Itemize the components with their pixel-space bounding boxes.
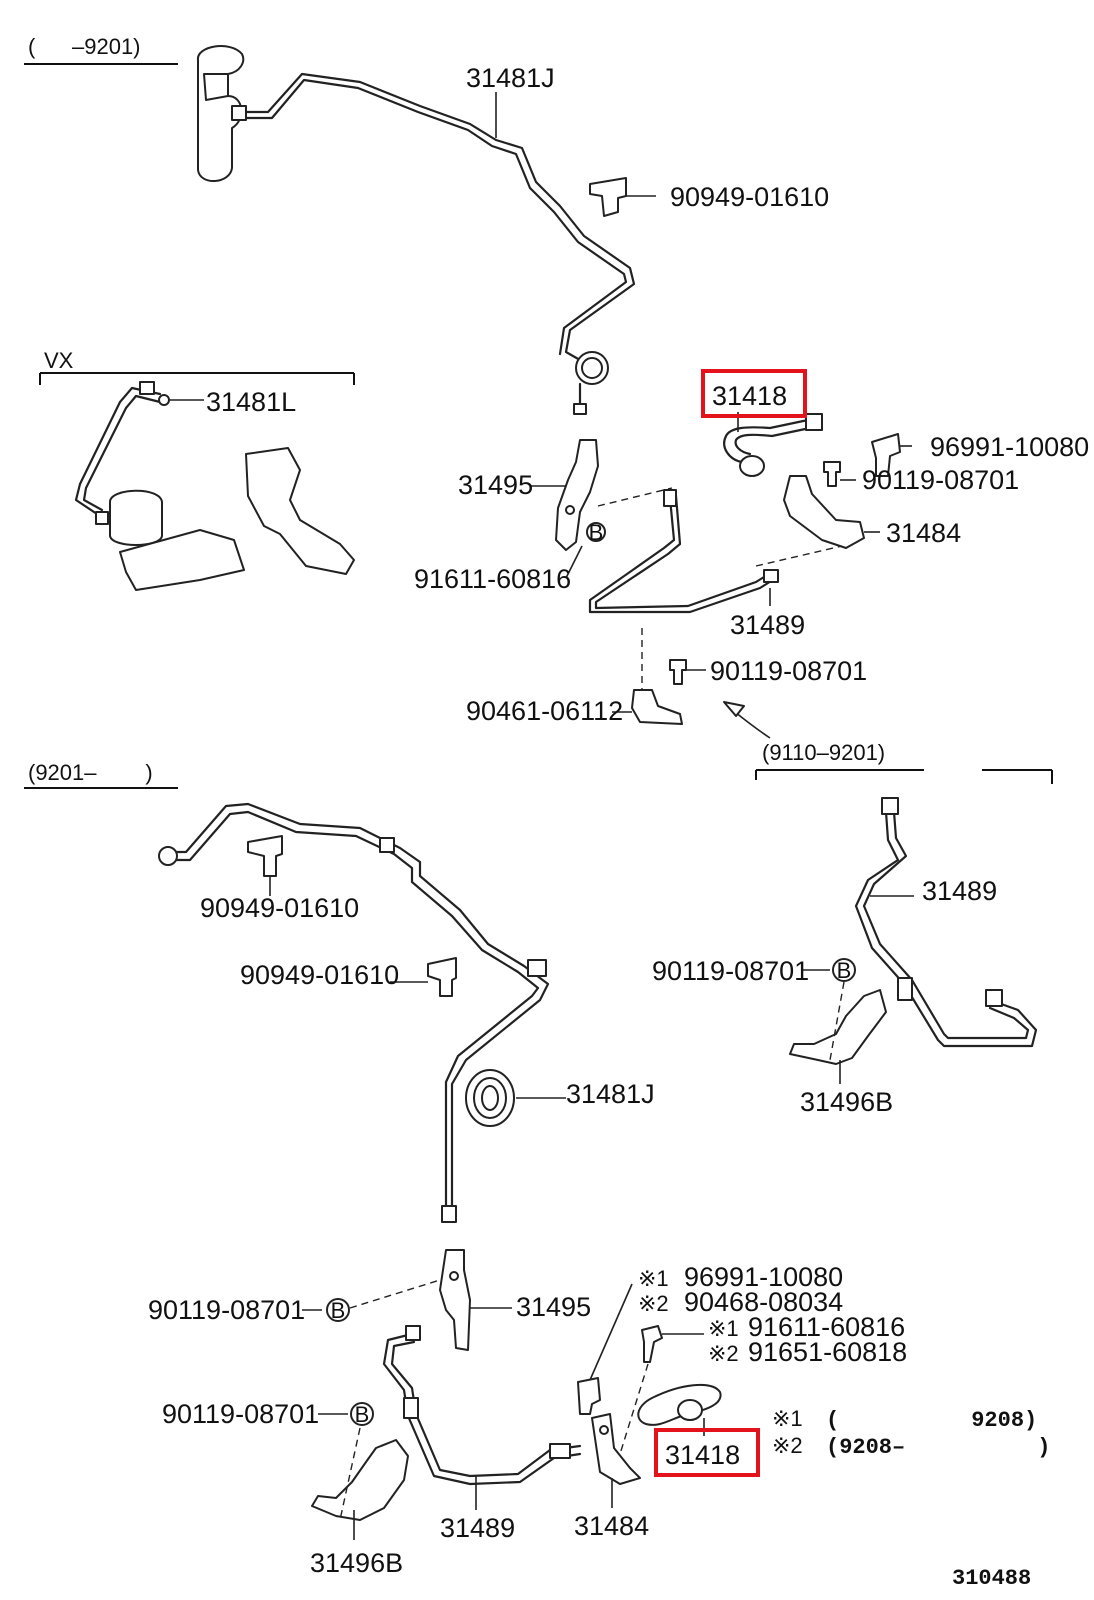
part-label: 31481J bbox=[566, 1079, 655, 1109]
note-date-range: (9208– ) bbox=[826, 1435, 1050, 1460]
note-mark: ※2 bbox=[772, 1433, 803, 1458]
pointer-arrow bbox=[723, 701, 771, 739]
part-label: 31418 bbox=[712, 381, 787, 411]
bolt-90119-top bbox=[823, 461, 841, 487]
part-label: 90119-08701 bbox=[652, 956, 809, 986]
note-part: 96991-10080 bbox=[684, 1262, 843, 1292]
note-mark: ※2 bbox=[638, 1291, 669, 1316]
bracket-31496b-lower bbox=[311, 1439, 409, 1521]
bolt-marker-letter: B bbox=[589, 520, 604, 545]
clutch-line-31489-right bbox=[854, 797, 1038, 1048]
section-rules bbox=[24, 63, 1053, 789]
bolt-marker-d: B bbox=[832, 958, 856, 983]
part-label: 90119-08701 bbox=[162, 1399, 319, 1429]
note-mark: ※1 bbox=[708, 1316, 739, 1341]
section-label-middle-left: (9201– ) bbox=[28, 760, 153, 785]
note-mark: ※1 bbox=[772, 1406, 803, 1431]
clutch-line-31489-lower bbox=[382, 1325, 582, 1486]
part-label: 96991-10080 bbox=[930, 432, 1089, 462]
clutch-line-31481j-top bbox=[244, 72, 636, 415]
highlight-box-31418-top bbox=[701, 369, 807, 418]
part-label: 31489 bbox=[440, 1513, 515, 1543]
clip-90949-lower-a bbox=[247, 835, 283, 877]
bolt-marker-b: B bbox=[326, 1298, 350, 1323]
section-label-vx: VX bbox=[44, 348, 74, 373]
note-date-range: ( 9208) bbox=[826, 1408, 1037, 1433]
bracket-31496b-right bbox=[789, 989, 887, 1065]
bolt-marker-letter: B bbox=[837, 958, 852, 983]
bolt-91611-lower bbox=[641, 1325, 663, 1363]
part-label: 31484 bbox=[886, 518, 961, 548]
part-label: 90119-08701 bbox=[862, 465, 1019, 495]
clip-96991-top bbox=[871, 433, 901, 477]
part-label: 90949-01610 bbox=[200, 893, 359, 923]
part-label: 31484 bbox=[574, 1511, 649, 1541]
part-label: 90119-08701 bbox=[710, 656, 867, 686]
part-label: 31481L bbox=[206, 387, 296, 417]
hose-31418-top bbox=[723, 413, 823, 477]
section-label-right: (9110–9201) bbox=[762, 740, 885, 765]
vx-inset bbox=[74, 381, 355, 591]
bracket-31495-lower bbox=[439, 1249, 471, 1351]
part-label: 90949-01610 bbox=[240, 960, 399, 990]
part-label: 91611-60816 bbox=[414, 564, 571, 594]
bracket-31484-lower bbox=[591, 1413, 641, 1485]
part-label: 31489 bbox=[730, 610, 805, 640]
clutch-line-31489-top bbox=[588, 489, 779, 614]
part-label: 31481J bbox=[466, 63, 555, 93]
part-label: 31495 bbox=[458, 470, 533, 500]
clip-96991-lower bbox=[577, 1377, 601, 1415]
note-part: 90468-08034 bbox=[684, 1287, 843, 1317]
note-mark: ※1 bbox=[638, 1266, 669, 1291]
bolt-marker-c: B bbox=[350, 1402, 374, 1427]
note-part: 91611-60816 bbox=[748, 1312, 905, 1342]
section-label-top-left: ( –9201) bbox=[28, 34, 141, 59]
part-label: 31495 bbox=[516, 1292, 591, 1322]
bracket-31495-top bbox=[555, 439, 599, 551]
bolt-marker-letter: B bbox=[355, 1402, 370, 1427]
part-label: 31418 bbox=[665, 1440, 740, 1470]
bolt-marker-a: B bbox=[586, 520, 606, 545]
bolt-marker-letter: B bbox=[331, 1298, 346, 1323]
diagram-id: 310488 bbox=[952, 1566, 1031, 1591]
bracket-31484-top bbox=[783, 475, 865, 549]
part-label: 90119-08701 bbox=[148, 1295, 305, 1325]
part-label: 90949-01610 bbox=[670, 182, 829, 212]
clip-90949-lower-b bbox=[427, 957, 457, 997]
highlight-box-31418-lower bbox=[654, 1428, 760, 1477]
part-label: 90461-06112 bbox=[466, 696, 623, 726]
part-label: 31489 bbox=[922, 876, 997, 906]
hose-31418-lower bbox=[637, 1383, 722, 1426]
master-cylinder-top bbox=[197, 45, 247, 182]
part-label: 31496B bbox=[310, 1548, 403, 1578]
part-label: 31496B bbox=[800, 1087, 893, 1117]
clutch-line-31481j-lower bbox=[158, 802, 550, 1223]
note-part: 91651-60818 bbox=[748, 1337, 907, 1367]
bracket-90461 bbox=[631, 689, 683, 725]
bolt-90119-mid bbox=[669, 659, 687, 685]
clip-90949-top bbox=[589, 177, 627, 217]
note-mark: ※2 bbox=[708, 1341, 739, 1366]
